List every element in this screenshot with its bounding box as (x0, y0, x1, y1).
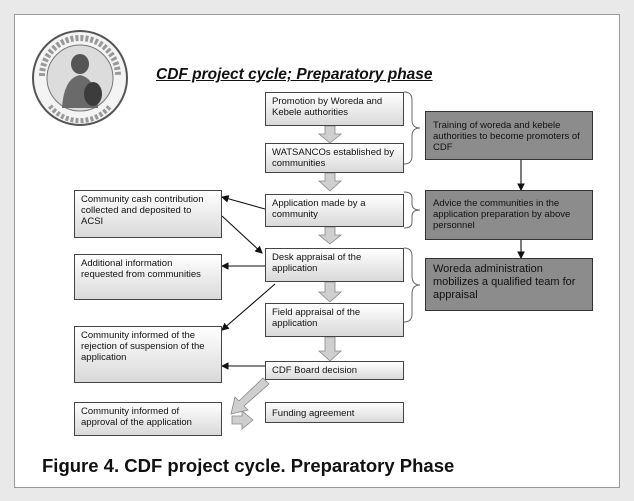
box-advice: Advice the communities in the applicatio… (425, 190, 593, 240)
box-additional-info: Additional information requested from co… (74, 254, 222, 300)
arrow-application-to-cash (220, 195, 266, 210)
brace-2 (403, 191, 421, 229)
organization-seal-logo (32, 30, 128, 126)
diagonal-arrow-approval (230, 377, 270, 415)
box-field-appraisal: Field appraisal of the application (265, 303, 404, 337)
down-arrow-4 (317, 281, 343, 303)
down-arrow-3 (317, 226, 343, 245)
box-board-decision: CDF Board decision (265, 361, 404, 380)
arrow-desk-to-rejection (221, 283, 276, 331)
box-cash-contribution: Community cash contribution collected an… (74, 190, 222, 238)
box-watsancos: WATSANCOs established by communities (265, 143, 404, 173)
box-funding-agreement: Funding agreement (265, 402, 404, 423)
right-arrow-approval (231, 410, 254, 430)
arrow-cash-to-desk (221, 215, 263, 254)
brace-3 (403, 247, 421, 323)
box-training: Training of woreda and kebele authoritie… (425, 111, 593, 160)
down-arrow-5 (317, 336, 343, 362)
down-arrow-2 (317, 172, 343, 192)
box-application: Application made by a community (265, 194, 404, 227)
diagram-title: CDF project cycle; Preparatory phase (156, 66, 433, 83)
box-desk-appraisal: Desk appraisal of the application (265, 248, 404, 282)
brace-1 (403, 91, 421, 165)
box-woreda-team: Woreda administration mobilizes a qualif… (425, 258, 593, 311)
figure-caption: Figure 4. CDF project cycle. Preparatory… (42, 455, 455, 476)
box-rejection: Community informed of the rejection of s… (74, 326, 222, 383)
down-arrow-1 (317, 125, 343, 144)
box-approval: Community informed of approval of the ap… (74, 402, 222, 436)
box-promotion: Promotion by Woreda and Kebele authoriti… (265, 92, 404, 126)
